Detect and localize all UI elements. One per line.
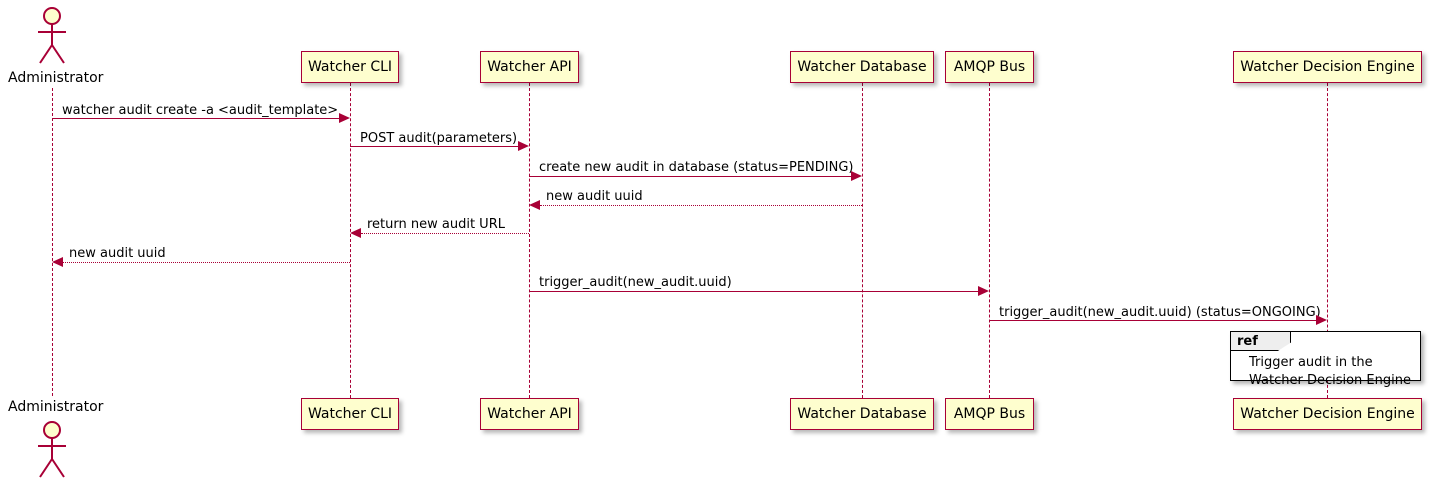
actor-administrator-top-label: Administrator — [8, 70, 104, 86]
participant-watcher-cli-top[interactable]: Watcher CLI — [301, 51, 399, 83]
message-2-label: POST audit(parameters) — [360, 131, 518, 146]
ref-fragment-line-2: Watcher Decision Engine — [1249, 372, 1411, 388]
participant-amqp-bus-top[interactable]: AMQP Bus — [945, 51, 1034, 83]
actor-icon — [38, 421, 66, 478]
ref-fragment-line-1: Trigger audit in the — [1249, 355, 1373, 370]
actor-administrator-bottom-label: Administrator — [8, 399, 104, 415]
actor-administrator-top — [28, 4, 78, 66]
lifeline-watcher-cli — [350, 83, 351, 398]
message-1-label: watcher audit create -a <audit_template> — [62, 103, 339, 118]
participant-watcher-database-bottom[interactable]: Watcher Database — [790, 398, 934, 430]
message-3-line — [529, 176, 851, 177]
message-2-arrowhead — [518, 141, 529, 151]
message-4-arrowhead — [529, 200, 540, 210]
lifeline-administrator — [52, 88, 53, 396]
participant-watcher-api-bottom[interactable]: Watcher API — [480, 398, 579, 430]
message-7-label: trigger_audit(new_audit.uuid) — [539, 275, 732, 290]
actor-administrator-bottom — [28, 418, 78, 480]
message-5-arrowhead — [350, 228, 361, 238]
lifeline-amqp-bus — [989, 83, 990, 398]
lifeline-watcher-decision-engine — [1327, 83, 1328, 398]
message-5-line — [361, 233, 529, 234]
message-6-label: new audit uuid — [69, 246, 166, 261]
message-4-label: new audit uuid — [546, 189, 643, 204]
participant-watcher-cli-bottom[interactable]: Watcher CLI — [301, 398, 399, 430]
actor-icon — [38, 7, 66, 64]
message-7-line — [529, 291, 978, 292]
message-6-line — [63, 262, 350, 263]
message-4-line — [540, 205, 862, 206]
lifeline-watcher-api — [529, 83, 530, 398]
ref-fragment: ref Trigger audit in the Watcher Decisio… — [1230, 331, 1421, 388]
ref-fragment-tab: ref — [1231, 332, 1291, 351]
participant-amqp-bus-bottom[interactable]: AMQP Bus — [945, 398, 1034, 430]
participant-watcher-api-top[interactable]: Watcher API — [480, 51, 579, 83]
lifeline-watcher-database — [862, 83, 863, 398]
message-3-label: create new audit in database (status=PEN… — [539, 160, 854, 175]
message-8-label: trigger_audit(new_audit.uuid) (status=ON… — [999, 305, 1321, 320]
participant-watcher-decision-engine-top[interactable]: Watcher Decision Engine — [1233, 51, 1422, 83]
message-5-label: return new audit URL — [367, 217, 505, 232]
message-1-arrowhead — [339, 113, 350, 123]
participant-watcher-database-top[interactable]: Watcher Database — [790, 51, 934, 83]
message-6-arrowhead — [52, 257, 63, 267]
ref-fragment-body: Trigger audit in the Watcher Decision En… — [1231, 354, 1420, 389]
message-8-line — [989, 320, 1316, 321]
message-8-arrowhead — [1316, 315, 1327, 325]
message-7-arrowhead — [978, 286, 989, 296]
participant-watcher-decision-engine-bottom[interactable]: Watcher Decision Engine — [1233, 398, 1422, 430]
message-1-line — [52, 118, 339, 119]
message-2-line — [350, 146, 518, 147]
message-3-arrowhead — [851, 171, 862, 181]
